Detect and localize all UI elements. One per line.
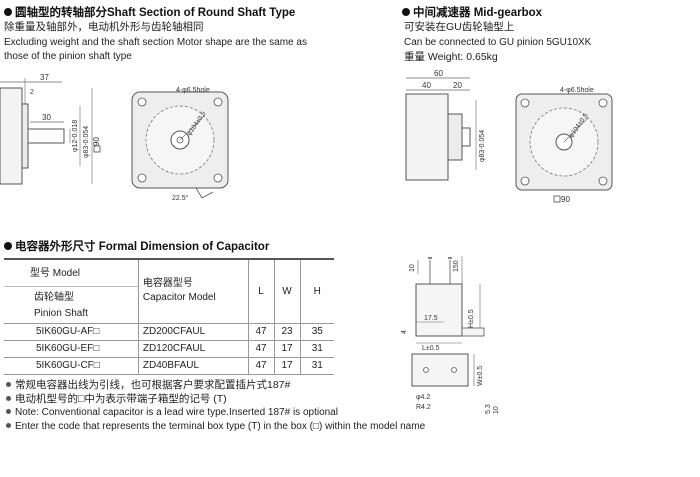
th-cap-en: Capacitor Model	[142, 292, 216, 304]
dim-60: 60	[434, 69, 443, 78]
cell-L: 47	[247, 357, 274, 375]
round-shaft-side-drawing: 37 2 30 φ12-0.018 φ83-0.054 90	[0, 73, 101, 185]
dim-cap-4: 4	[401, 330, 408, 334]
dim-20: 20	[453, 81, 462, 90]
th-capacitor: 电容器型号 Capacitor Model	[137, 258, 248, 324]
dim-2: 2	[30, 89, 34, 96]
bullet-icon	[402, 8, 410, 16]
cell-model: 5IK60GU-AF□	[4, 323, 139, 341]
dim-gb-spigot: φ83-0.054	[479, 130, 486, 162]
cell-cap: ZD200CFAUL	[137, 323, 248, 341]
round-shaft-line3: those of the pinion shaft type	[4, 51, 132, 62]
mid-gearbox-front-drawing: 4-φ6.5hole φ104±0.5 90	[515, 87, 613, 204]
cell-H: 31	[299, 340, 334, 358]
dim-hole: 4-φ6.5hole	[176, 87, 210, 94]
cell-cap: ZD40BFAUL	[137, 357, 248, 375]
cell-W: 17	[273, 357, 300, 375]
round-shaft-title: 圆轴型的转轴部分Shaft Section of Round Shaft Typ…	[15, 7, 296, 19]
dim-cap-d4-2: φ4.2	[416, 394, 430, 401]
mid-gearbox-line3: 重量 Weight: 0.65kg	[404, 51, 498, 63]
th-pinion-en: Pinion Shaft	[34, 308, 88, 319]
round-shaft-heading: 圆轴型的转轴部分Shaft Section of Round Shaft Typ…	[4, 4, 295, 20]
round-shaft-line1: 除重量及轴部外，电动机外形与齿轮轴相同	[4, 21, 204, 33]
capacitor-table-wrap: 型号 Model 齿轮轴型 Pinion Shaft 电容器型号 Capacit…	[4, 258, 334, 375]
cell-cap: ZD120CFAUL	[137, 340, 248, 358]
note-text: Note: Conventional capacitor is a lead w…	[15, 407, 338, 418]
cell-L: 47	[247, 340, 274, 358]
dim-angle: 22.5°	[172, 194, 189, 202]
note-bullet-icon	[6, 409, 11, 415]
cell-W: 17	[273, 340, 300, 358]
dim-90: 90	[92, 137, 101, 146]
bullet-icon	[4, 242, 12, 250]
th-H: H	[299, 258, 334, 324]
note-item: 常规电容器出线为引线，也可根据客户要求配置插片式187#	[4, 379, 425, 393]
note-bullet-icon	[6, 422, 11, 428]
capacitor-table: 型号 Model 齿轮轴型 Pinion Shaft 电容器型号 Capacit…	[4, 258, 334, 375]
dim-cap-10b: 10	[493, 406, 500, 414]
note-item: Note: Conventional capacitor is a lead w…	[4, 406, 425, 420]
note-item: 电动机型号的□中为表示带端子箱型的记号 (T)	[4, 393, 425, 407]
note-text: 常规电容器出线为引线，也可根据客户要求配置插片式187#	[15, 379, 291, 391]
notes-list: 常规电容器出线为引线，也可根据客户要求配置插片式187# 电动机型号的□中为表示…	[4, 379, 425, 433]
mid-gearbox-title: 中间减速器 Mid-gearbox	[413, 7, 543, 19]
dim-37: 37	[40, 73, 49, 82]
dim-cap-10: 10	[409, 264, 416, 272]
capacitor-title: 电容器外形尺寸 Formal Dimension of Capacitor	[15, 241, 270, 253]
dim-30: 30	[42, 113, 51, 122]
mid-gearbox-line1: 可安装在GU齿轮轴型上	[404, 21, 515, 33]
dim-gb-hole: 4-φ6.5hole	[560, 87, 594, 94]
dim-cap-5-3: 5.3	[485, 404, 492, 414]
round-shaft-line2: Excluding weight and the shaft section M…	[4, 37, 307, 48]
th-pinion-cn: 齿轮轴型	[34, 292, 74, 303]
mid-gearbox-heading: 中间减速器 Mid-gearbox	[402, 4, 542, 20]
th-cap-cn: 电容器型号	[142, 278, 193, 290]
bullet-icon	[4, 8, 12, 16]
dim-cap-H: H±0.5	[468, 309, 475, 328]
dim-shaft: φ12-0.018	[72, 120, 79, 152]
dim-40: 40	[422, 81, 431, 90]
th-L: L	[247, 258, 274, 324]
dim-cap-17-5: 17.5	[424, 315, 438, 322]
cell-W: 23	[273, 323, 300, 341]
note-bullet-icon	[6, 395, 11, 401]
note-bullet-icon	[6, 382, 11, 388]
table-row: 5IK60GU-AF□ ZD200CFAUL 47 23 35	[4, 323, 334, 341]
dim-spigot: φ83-0.054	[83, 126, 90, 158]
round-shaft-front-drawing: 4-φ6.5hole φ104±0.5 22.5°	[131, 87, 229, 202]
th-model: 型号 Model 齿轮轴型 Pinion Shaft	[4, 258, 139, 324]
capacitor-drawing: 10 150 17.5 4 H±0.5 L±0.5 W±0.5 φ4.2 R4.…	[401, 256, 500, 414]
dim-cap-L: L±0.5	[422, 345, 440, 352]
table-row: 5IK60GU-EF□ ZD120CFAUL 47 17 31	[4, 340, 334, 358]
capacitor-heading: 电容器外形尺寸 Formal Dimension of Capacitor	[4, 238, 269, 254]
th-W: W	[273, 258, 300, 324]
mid-gearbox-side-drawing: 60 40 20 φ83-0.054	[405, 69, 486, 181]
cell-model: 5IK60GU-CF□	[4, 357, 139, 375]
dim-gb-90: 90	[561, 195, 570, 204]
cell-H: 31	[299, 357, 334, 375]
dim-cap-r4-2: R4.2	[416, 404, 431, 411]
dim-cap-150: 150	[453, 260, 460, 272]
cell-model: 5IK60GU-EF□	[4, 340, 139, 358]
table-row: 5IK60GU-CF□ ZD40BFAUL 47 17 31	[4, 357, 334, 375]
cell-L: 47	[247, 323, 274, 341]
cell-H: 35	[299, 323, 334, 341]
note-text: Enter the code that represents the termi…	[15, 420, 426, 432]
note-item: Enter the code that represents the termi…	[4, 420, 425, 434]
dim-cap-W: W±0.5	[477, 366, 484, 386]
mid-gearbox-line2: Can be connected to GU pinion 5GU10XK	[404, 37, 592, 48]
note-text: 电动机型号的□中为表示带端子箱型的记号 (T)	[15, 392, 227, 405]
th-model-label: 型号 Model	[30, 268, 81, 279]
